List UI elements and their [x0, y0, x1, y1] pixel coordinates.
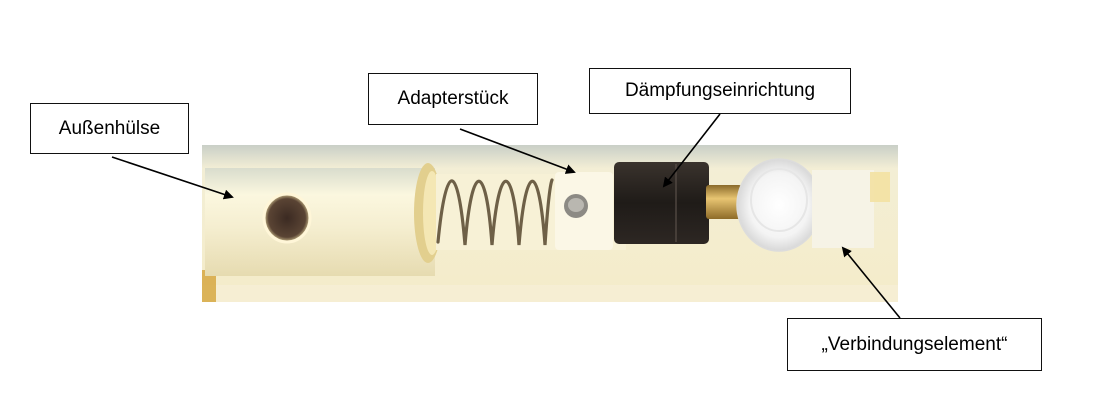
label-adapter: Adapterstück [368, 73, 538, 125]
outer-sleeve-hole [264, 194, 310, 242]
connector-cup-inner [750, 168, 808, 232]
outer-sleeve-tube [205, 168, 435, 276]
damper-brass-shaft [706, 185, 742, 219]
photo-bottom-strip [202, 285, 898, 302]
spring [436, 178, 554, 246]
connector-stem [812, 170, 874, 248]
connector-tip [870, 172, 890, 202]
label-damper: Dämpfungseinrichtung [589, 68, 851, 114]
adapter-disc-highlight [568, 198, 584, 212]
damper-body [614, 162, 709, 244]
connector-cup [736, 158, 822, 252]
outer-sleeve-hole-rim [262, 192, 312, 244]
label-connector: „Verbindungselement“ [787, 318, 1042, 371]
photo-left-shadow [202, 270, 216, 302]
label-outer-sleeve: Außenhülse [30, 103, 189, 154]
